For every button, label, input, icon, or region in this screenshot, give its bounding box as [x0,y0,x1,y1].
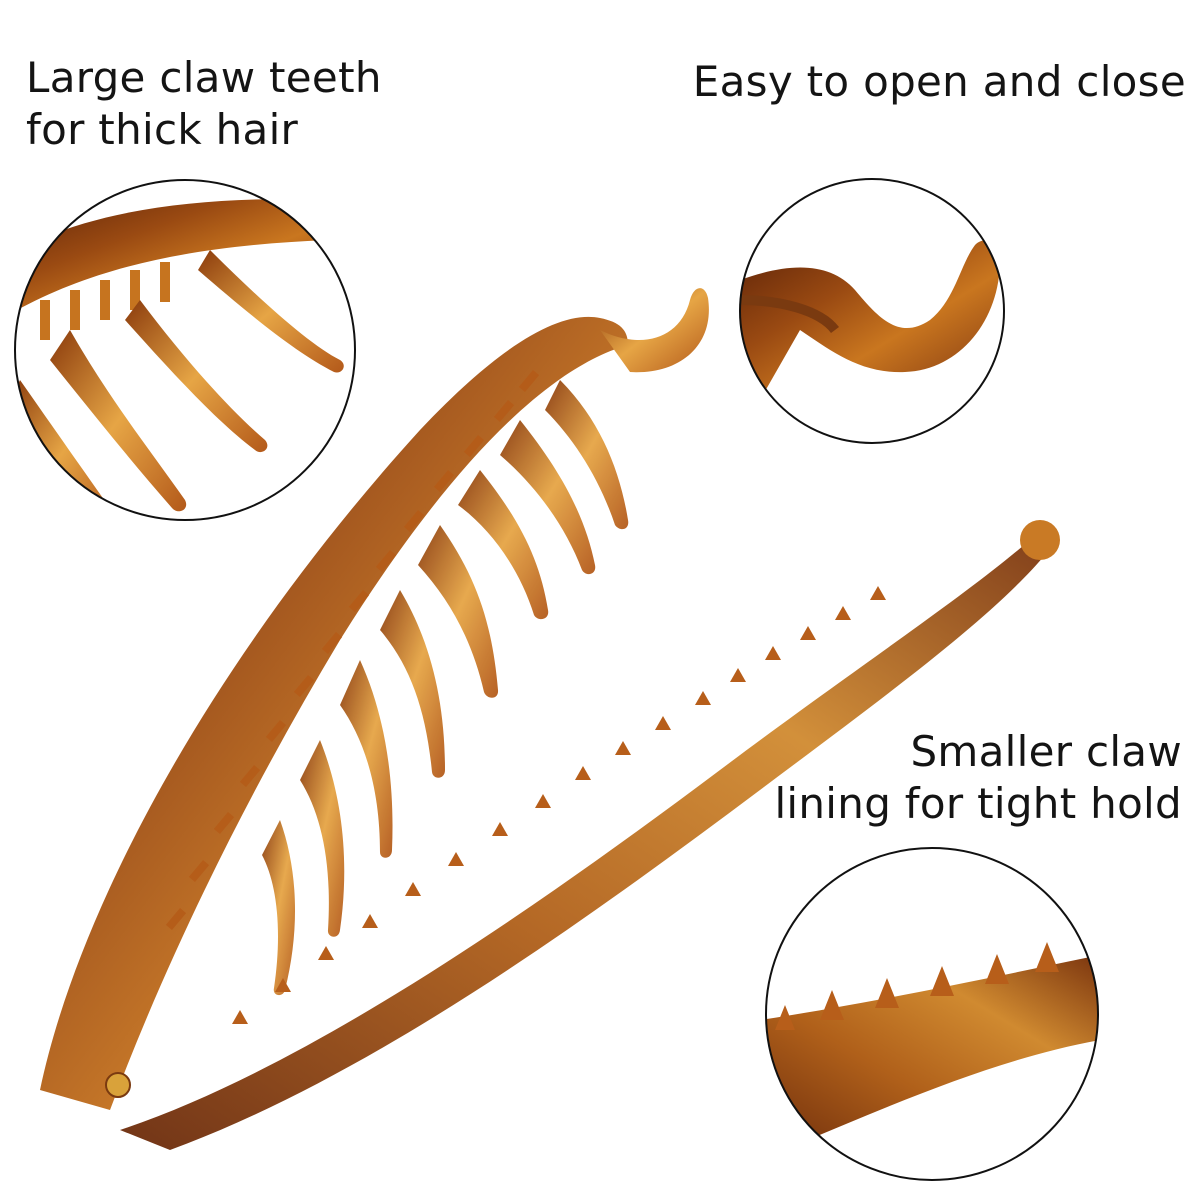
caption-easy-open-close: Easy to open and close [693,56,1186,108]
caption-smaller-claw-lining: Smaller claw lining for tight hold [774,726,1182,830]
caption-line: for thick hair [26,105,299,154]
zoom-circle-small-teeth [765,847,1099,1181]
caption-line: Smaller claw [910,727,1182,776]
caption-large-claw-teeth: Large claw teeth for thick hair [26,52,382,156]
zoom-circle-hook [739,178,1005,444]
zoom-circle-large-teeth [14,179,356,521]
caption-line: lining for tight hold [774,779,1182,828]
hair-clip-main [40,288,1060,1150]
caption-line: Large claw teeth [26,53,382,102]
caption-line: Easy to open and close [692,57,1186,106]
